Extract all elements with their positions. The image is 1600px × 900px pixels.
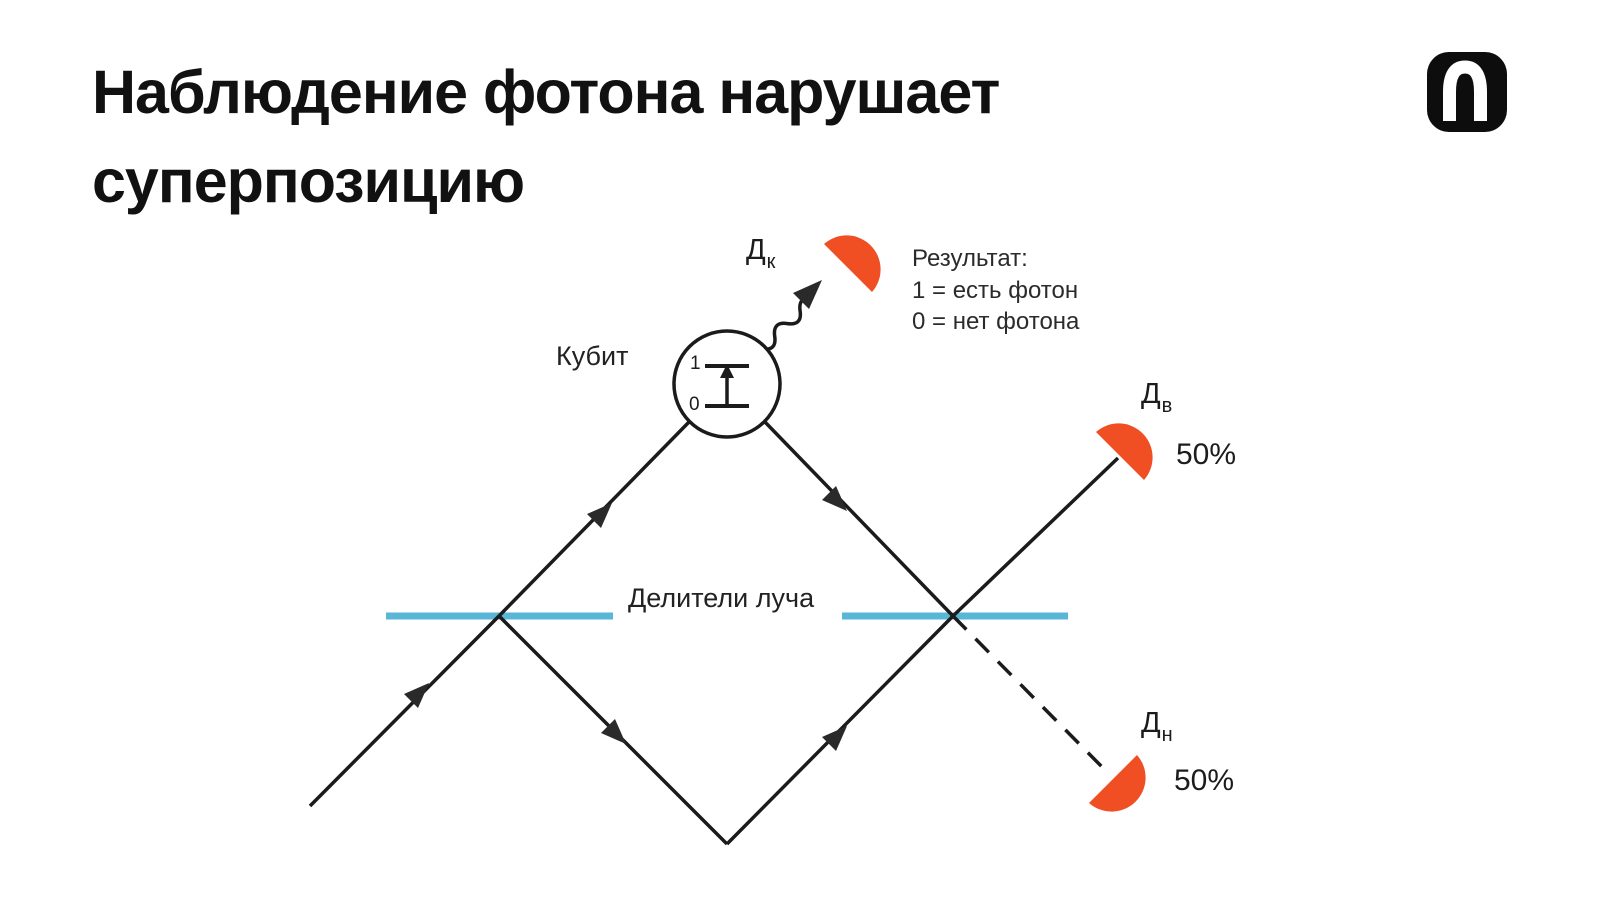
detector-lower-icon <box>1089 755 1146 812</box>
n-logo-icon <box>1443 60 1487 121</box>
page-title-line-2: суперпозицию <box>92 147 525 215</box>
arrowhead-excitation-icon <box>720 364 734 378</box>
qubit-label: Кубит <box>556 341 629 371</box>
detector-control-subscript: к <box>766 250 776 273</box>
detector-lower-probability: 50% <box>1174 764 1235 797</box>
detector-upper-icon <box>1096 423 1153 480</box>
detector-upper-subscript: в <box>1161 394 1173 417</box>
beam-splitters-label: Делители луча <box>628 583 815 613</box>
photon-wavy-line <box>761 296 814 352</box>
detector-lower-subscript: н <box>1161 723 1173 746</box>
detector-lower-letter: Д <box>1141 707 1161 739</box>
arrowhead-lower-right-icon <box>822 726 847 751</box>
page-title: Наблюдение фотона нарушает суперпозицию <box>92 48 1292 226</box>
result-line-photon: 1 = есть фотон <box>912 276 1079 304</box>
arrowhead-upper-right-icon <box>822 486 847 511</box>
detector-upper-label: Дв <box>1141 378 1173 417</box>
result-legend: Результат: 1 = есть фотон 0 = нет фотона <box>912 243 1079 338</box>
beam-to-upper-detector <box>951 456 1120 618</box>
detector-lower-label: Дн <box>1141 707 1173 746</box>
beam-upper-right <box>763 420 955 618</box>
result-line-no-photon: 0 = нет фотона <box>912 308 1080 335</box>
detector-control-letter: Д <box>746 234 766 266</box>
arrowhead-lower-left-icon <box>601 719 626 744</box>
result-title: Результат: <box>912 245 1028 272</box>
detector-control-label: Дк <box>746 234 776 273</box>
qubit-level-0-label: 0 <box>689 394 700 415</box>
detector-upper-letter: Д <box>1141 378 1161 410</box>
arrowhead-incoming-icon <box>404 683 429 708</box>
page-title-line-1: Наблюдение фотона нарушает <box>92 58 1000 126</box>
beam-dashed-to-lower-detector <box>951 614 1110 775</box>
qubit-level-1-label: 1 <box>690 353 701 374</box>
detector-control-icon <box>824 235 881 292</box>
arrowhead-upper-left-icon <box>587 503 612 528</box>
arrowhead-photon-icon <box>793 280 822 309</box>
brand-logo <box>1427 52 1507 132</box>
beam-incoming <box>308 614 501 808</box>
detector-upper-probability: 50% <box>1176 438 1237 471</box>
